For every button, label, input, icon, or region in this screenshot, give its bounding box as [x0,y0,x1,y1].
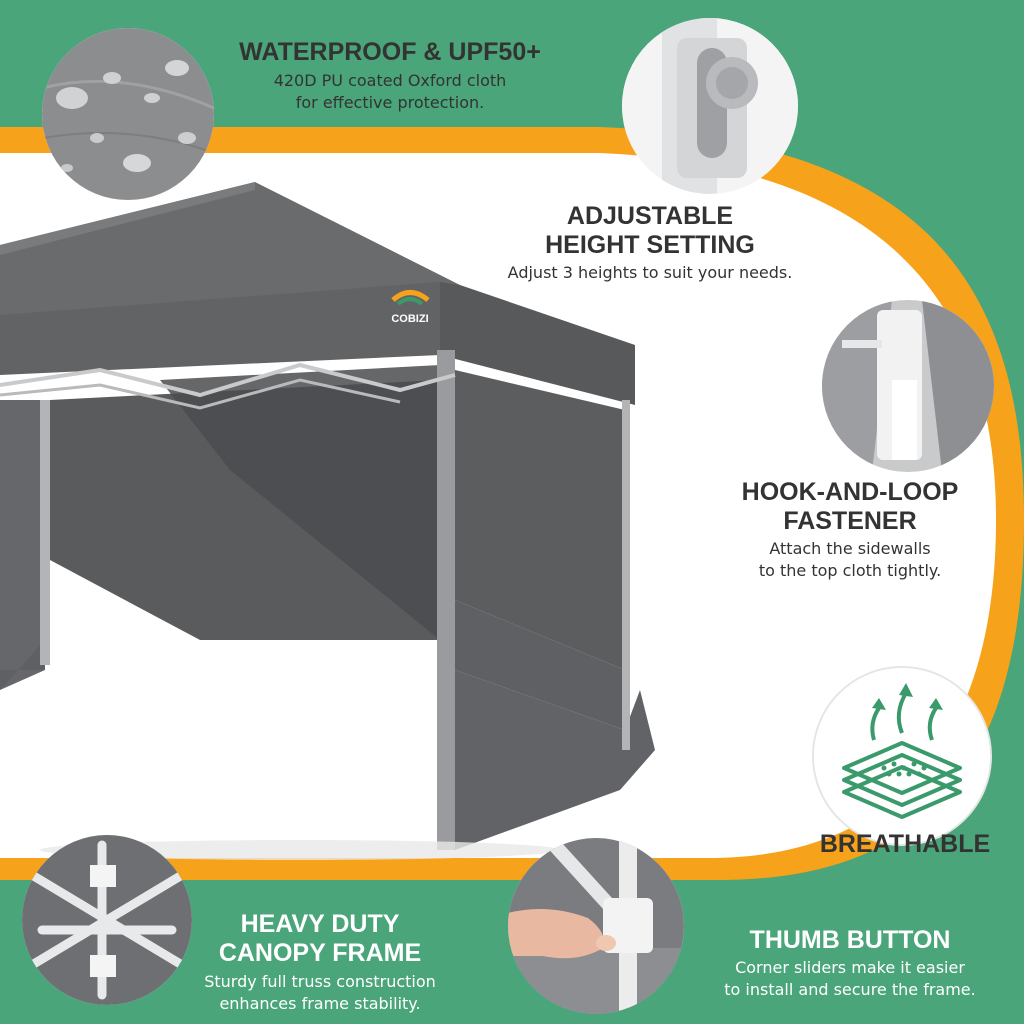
frame-title-line2: CANOPY FRAME [218,939,422,967]
hook-loop-feature: HOOK-AND-LOOP FASTENER Attach the sidewa… [690,478,1010,582]
adjustable-title-line2: HEIGHT SETTING [545,231,755,259]
thumb-button-icon [508,838,684,1014]
canopy-tent-image: COBIZI [0,182,655,860]
thumb-desc-line2: to install and secure the frame. [724,980,976,999]
water-droplets-fabric-icon [42,28,214,200]
breathable-title: BREATHABLE [819,830,991,858]
velcro-strap-icon [822,300,994,472]
frame-desc-line2: enhances frame stability. [219,994,421,1013]
adjustable-title-line1: ADJUSTABLE [566,202,734,230]
frame-title-line1: HEAVY DUTY [240,910,400,938]
breathable-layers-icon [812,666,992,846]
hook-loop-title-line1: HOOK-AND-LOOP [741,478,959,506]
frame-desc-line1: Sturdy full truss construction [204,972,436,991]
truss-frame-icon [22,835,192,1005]
hook-loop-desc-line2: to the top cloth tightly. [758,561,942,580]
adjustable-feature: ADJUSTABLE HEIGHT SETTING Adjust 3 heigh… [480,202,820,284]
waterproof-desc-line1: 420D PU coated Oxford cloth [273,71,507,90]
breathable-feature: BREATHABLE [800,830,1010,859]
height-adjuster-icon [622,18,798,194]
waterproof-desc-line2: for effective protection. [295,93,485,112]
hook-loop-desc-line1: Attach the sidewalls [769,539,931,558]
brand-logo-text: COBIZI [391,313,428,325]
thumb-title: THUMB BUTTON [749,926,951,954]
waterproof-feature: WATERPROOF & UPF50+ 420D PU coated Oxfor… [220,38,560,114]
adjustable-desc: Adjust 3 heights to suit your needs. [507,263,793,282]
waterproof-title: WATERPROOF & UPF50+ [239,38,541,66]
thumb-feature: THUMB BUTTON Corner sliders make it easi… [680,926,1020,1001]
thumb-desc-line1: Corner sliders make it easier [735,958,965,977]
frame-feature: HEAVY DUTY CANOPY FRAME Sturdy full trus… [180,910,460,1015]
brand-logo: COBIZI [391,290,430,325]
hook-loop-title-line2: FASTENER [783,507,917,535]
